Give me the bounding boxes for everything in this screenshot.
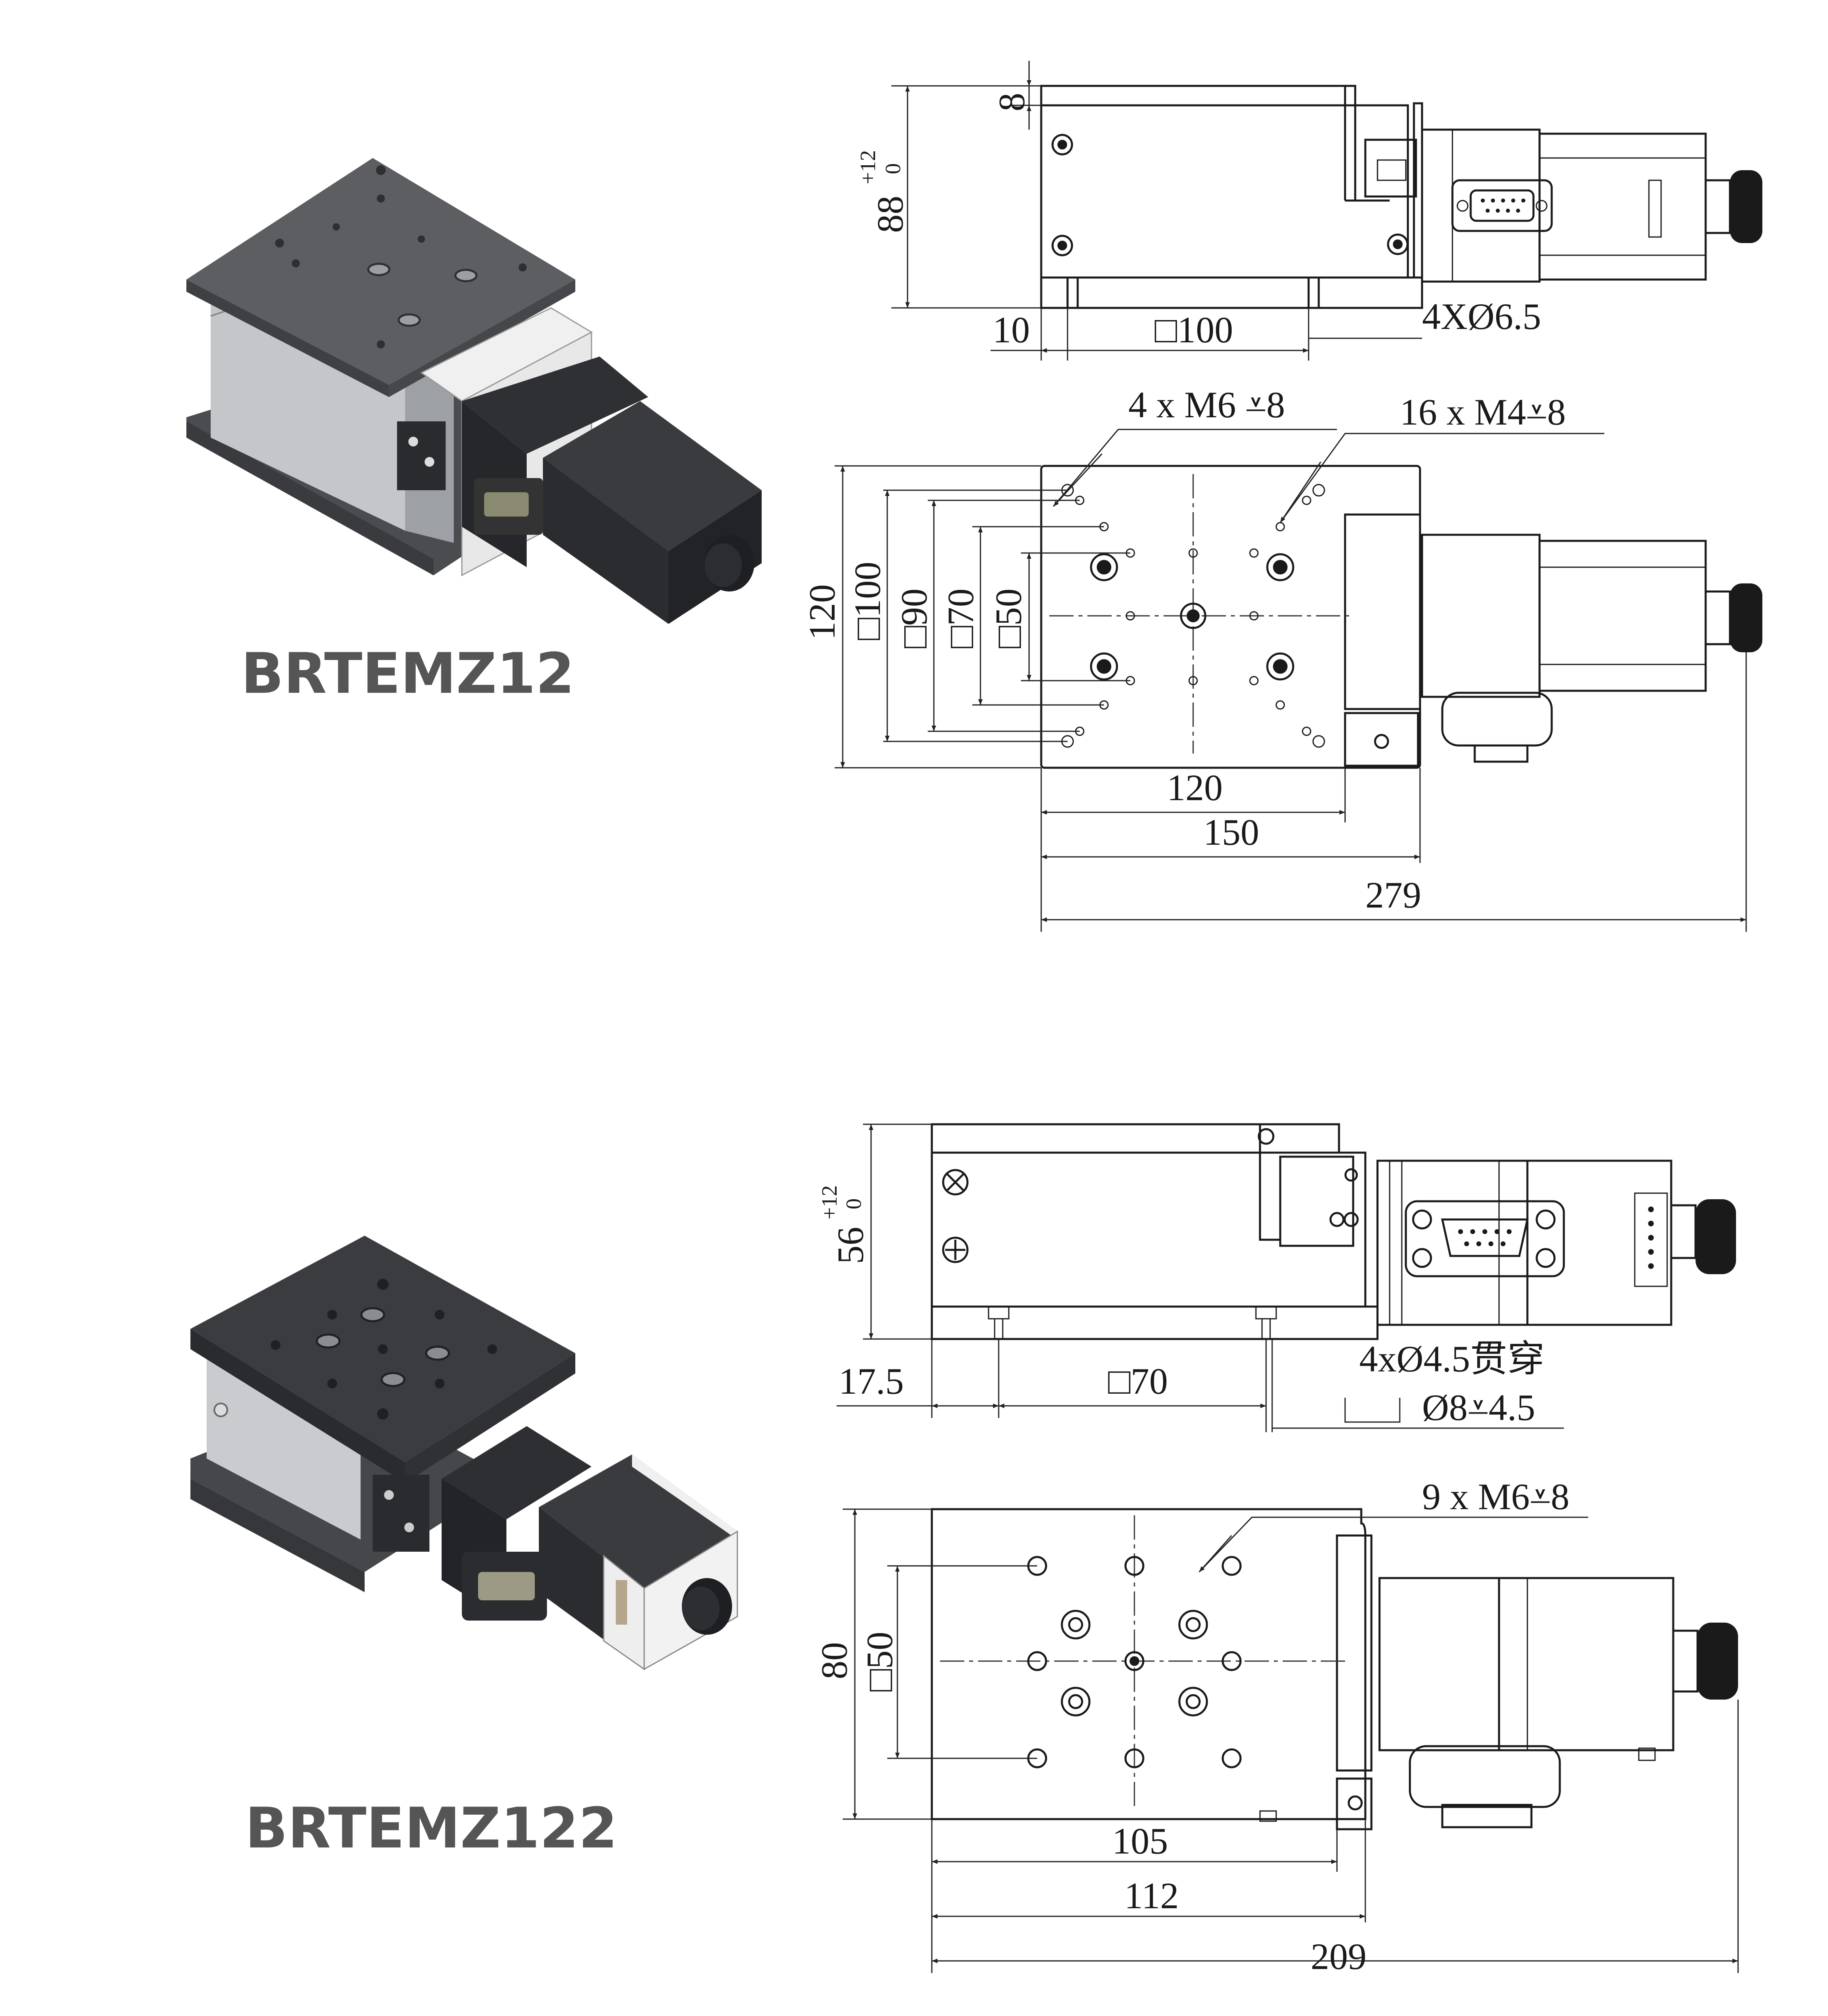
tol-plus-12: +12 <box>856 150 880 184</box>
model-label-brtemz122: BRTEMZ122 <box>245 1796 617 1861</box>
model-label-brtemz12: BRTEMZ12 <box>241 641 574 706</box>
dim-4x-d6-5: 4XØ6.5 <box>1422 296 1541 337</box>
dim-10: 10 <box>993 309 1030 350</box>
dim-v80: 80 <box>814 1642 855 1679</box>
dim-v50-b: □50 <box>859 1632 900 1691</box>
dim-v70: □70 <box>940 588 981 648</box>
dim-w105: 105 <box>1112 1820 1168 1862</box>
label-4x-m6: 4 x M6 ⩡8 <box>1128 384 1285 425</box>
brtemz122-plan-view <box>843 1508 1739 1973</box>
dim-4x-d4-5-thru: 4xØ4.5贯穿 <box>1359 1338 1544 1380</box>
brtemz12-iso-render <box>186 158 762 624</box>
tol-plus-12-b: +12 <box>817 1185 841 1219</box>
dim-v50: □50 <box>988 588 1029 648</box>
brtemz12-plan-view <box>835 429 1762 932</box>
brtemz122-side-view <box>837 1123 1736 1432</box>
dim-sq70: □70 <box>1108 1360 1168 1402</box>
dim-v100: □100 <box>847 562 888 640</box>
dim-v90: □90 <box>893 588 935 648</box>
dim-w209: 209 <box>1311 1936 1367 1977</box>
brtemz122-iso-render <box>190 1236 738 1670</box>
dim-w150: 150 <box>1203 812 1259 853</box>
dim-8: 8 <box>991 93 1032 111</box>
dim-17-5: 17.5 <box>839 1360 904 1402</box>
label-9x-m6: 9 x M6⩡8 <box>1422 1476 1570 1517</box>
dim-w279: 279 <box>1365 874 1421 916</box>
label-16x-m4: 16 x M4⩡8 <box>1400 391 1566 433</box>
brtemz12-side-view <box>891 61 1762 361</box>
dim-56: 56 <box>830 1227 871 1264</box>
dim-sq100: □100 <box>1155 309 1233 350</box>
dim-w120: 120 <box>1167 767 1223 808</box>
dim-88: 88 <box>869 196 911 233</box>
dim-w112: 112 <box>1124 1875 1179 1916</box>
dim-v120: 120 <box>801 584 843 640</box>
tol-0-b: 0 <box>841 1198 866 1209</box>
dim-counterbore: Ø8⩡4.5 <box>1422 1387 1535 1428</box>
tol-0: 0 <box>881 163 905 174</box>
